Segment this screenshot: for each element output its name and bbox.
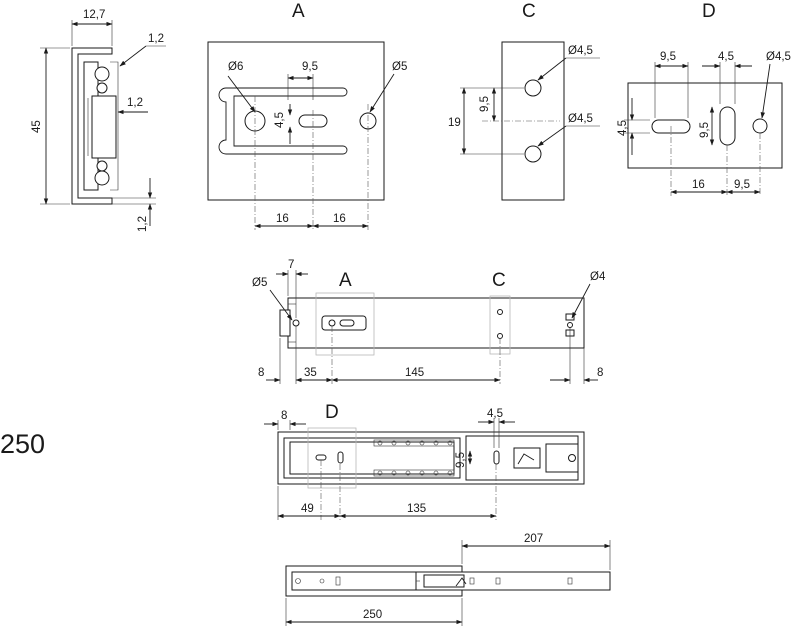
inner-view-label-d: D	[325, 402, 339, 423]
detail-d-left-width-dim: 9,5	[660, 51, 676, 63]
profile-ball-bottom-2	[96, 160, 108, 172]
detail-c-hole-bottom-dim: Ø4,5	[568, 113, 593, 125]
inner-view-highlight-d	[307, 427, 357, 489]
inner-view-slot-width-dim: 4,5	[487, 408, 503, 420]
detail-d-hole-dim: Ø4,5	[766, 51, 791, 63]
profile-gap-bottom-dim: 1,2	[137, 216, 149, 232]
inner-view-latch	[513, 447, 541, 469]
detail-d-bottom-right-dim: 9,5	[734, 179, 750, 191]
extended-view-extension-dim: 207	[524, 533, 543, 545]
detail-c-label: C	[522, 1, 536, 22]
detail-c-hole-top	[524, 79, 542, 97]
inner-view: 250 D 8 4,5 9,	[0, 402, 585, 520]
detail-d-height-dim: 4,5	[617, 120, 629, 136]
detail-d-mid-width-dim: 4,5	[718, 51, 734, 63]
profile-ball-top	[94, 66, 110, 82]
side-view-end-cap	[279, 309, 291, 337]
profile-gap-mid-dim: 1,2	[127, 97, 143, 109]
side-view-left-end-dim: 8	[258, 367, 264, 379]
profile-ball-bottom	[94, 170, 110, 186]
profile-width-dim: 12,7	[83, 9, 105, 21]
side-view-label-c: C	[492, 270, 506, 291]
detail-a-label: A	[292, 1, 305, 22]
detail-a-hole-right-dim: Ø5	[392, 61, 407, 73]
side-view-right-end-dim: 8	[597, 367, 603, 379]
extended-view: 207 250	[285, 533, 611, 626]
detail-a-slot-height-dim: 4,5	[274, 112, 286, 128]
profile-section: 12,7 45 1,2 1,2 1,2	[31, 9, 166, 232]
side-view-highlight-a	[315, 292, 375, 356]
detail-d-bottom-spacing-dim: 16	[692, 179, 705, 191]
side-view-first-spacing-dim: 35	[304, 367, 317, 379]
detail-a-spacing-left-dim: 16	[276, 213, 289, 225]
side-view: A C Ø5 7 Ø4	[252, 259, 606, 384]
length-label: 250	[0, 429, 45, 459]
detail-c-hole-top-dim: Ø4,5	[568, 45, 593, 57]
detail-a-hole-large-dim: Ø6	[228, 61, 243, 73]
side-view-hole-right	[567, 322, 573, 328]
inner-view-left-end-dim: 8	[281, 410, 287, 422]
detail-a: A Ø6 9,5 4,5 Ø5 16 16	[207, 1, 407, 230]
inner-view-slot-vertical	[337, 451, 344, 464]
detail-d-slot-height-dim: 9,5	[699, 122, 711, 138]
profile-middle-member	[91, 95, 117, 159]
profile-gap-top-dim: 1,2	[148, 33, 164, 45]
profile-height-dim: 45	[31, 120, 43, 133]
inner-view-slot-height-dim: 9,5	[455, 452, 467, 468]
inner-view-slot-horizontal	[315, 454, 327, 461]
side-view-hole-right-dim: Ø4	[590, 271, 606, 283]
detail-d: D 9,5 4,5 Ø4,5 4,5 9,5 16 9,5	[617, 1, 791, 196]
inner-view-main-spacing-dim: 135	[407, 503, 426, 515]
side-view-hole-left	[292, 319, 300, 327]
detail-a-plate	[207, 41, 385, 201]
detail-c-height-dim: 19	[448, 117, 461, 129]
profile-outer-channel	[71, 47, 113, 205]
detail-c-pitch-dim: 9,5	[479, 96, 491, 112]
inner-view-end-hole	[568, 454, 576, 462]
detail-c: C Ø4,5 Ø4,5 9,5 19	[448, 1, 600, 201]
detail-d-slot-vertical	[719, 106, 736, 146]
side-view-offset-top-dim: 7	[288, 259, 294, 271]
detail-d-label: D	[702, 1, 716, 22]
detail-a-u-slot	[218, 87, 348, 155]
detail-a-slot-pitch-dim: 9,5	[302, 61, 318, 73]
profile-ball-top-2	[96, 82, 108, 94]
inner-view-right-slot	[493, 450, 500, 465]
side-view-hole-left-dim: Ø5	[252, 277, 267, 289]
side-view-label-a: A	[339, 270, 352, 291]
detail-c-hole-bottom	[524, 145, 542, 163]
detail-d-hole	[752, 118, 768, 134]
detail-a-spacing-right-dim: 16	[333, 213, 346, 225]
side-view-main-spacing-dim: 145	[405, 367, 424, 379]
inner-view-first-spacing-dim: 49	[301, 503, 314, 515]
extended-view-closed-length-dim: 250	[363, 609, 382, 621]
detail-c-plate	[501, 41, 565, 201]
